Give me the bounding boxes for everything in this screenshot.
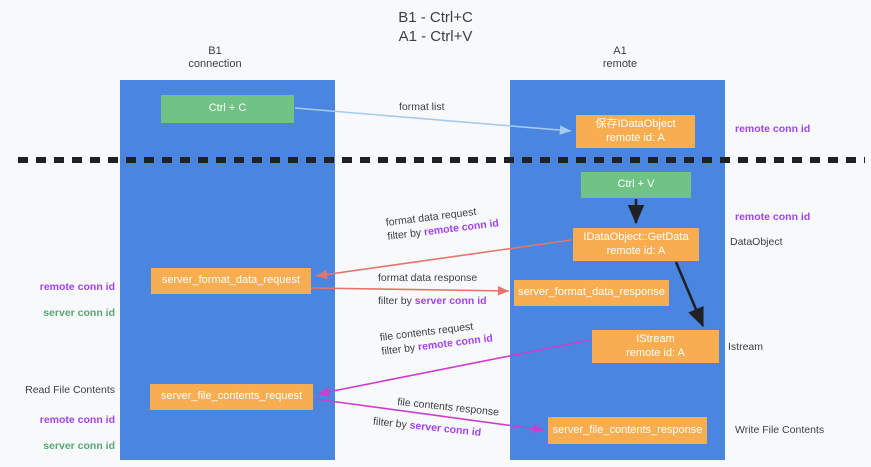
box-ctrl-v[interactable]: Ctrl + V — [581, 172, 691, 198]
flow-label-prefix: filter by — [378, 295, 415, 307]
box-idataobject[interactable]: 保存IDataObject remote id: A — [576, 115, 695, 148]
label-left-server-conn-id-2: server conn id — [43, 440, 115, 452]
flow-label-file-contents-response: file contents response filter by server … — [372, 395, 500, 441]
label-left-server-conn-id: server conn id — [43, 307, 115, 319]
flow-label-file-contents-request: file contents request filter by remote c… — [379, 317, 494, 358]
flow-label-line1: format data response — [378, 272, 478, 284]
label-left-conn-ids-2: remote conn id server conn id — [20, 401, 115, 466]
box-ctrl-c[interactable]: Ctrl + C — [161, 95, 294, 123]
flow-label-prefix: filter by — [380, 341, 419, 358]
label-left-read-file-contents: Read File Contents — [25, 384, 115, 396]
box-istream[interactable]: IStream remote id: A — [592, 330, 719, 363]
flow-label-format-data-response: format data response filter by server co… — [378, 271, 487, 308]
flow-label-line2: filter by server conn id — [378, 294, 487, 308]
label-right-write-file-contents: Write File Contents — [735, 424, 825, 436]
label-right-remote-conn-id-top: remote conn id — [735, 123, 811, 135]
flow-label-format-list-text: format list — [399, 101, 445, 113]
flow-label-line2: filter by server conn id — [372, 415, 497, 442]
flow-label-highlight: server conn id — [414, 295, 487, 307]
box-server-format-data-response[interactable]: server_format_data_response — [514, 280, 669, 306]
label-left-conn-ids: remote conn id server conn id — [20, 268, 115, 333]
label-right-remote-conn-id-mid: remote conn id — [735, 211, 811, 223]
column-header-a1: A1 remote — [602, 45, 638, 70]
label-left-remote-conn-id-2: remote conn id — [39, 414, 115, 426]
flow-label-prefix: filter by — [386, 226, 425, 243]
column-header-b1: B1 connection — [188, 45, 242, 70]
flow-label-highlight: server conn id — [409, 419, 482, 439]
box-idataobject-getdata[interactable]: IDataObject::GetData remote id: A — [573, 228, 699, 261]
flow-label-prefix: filter by — [372, 415, 411, 432]
page-title: B1 - Ctrl+C A1 - Ctrl+V — [398, 9, 473, 45]
label-left-remote-conn-id: remote conn id — [39, 281, 115, 293]
flow-label-line1: file contents response — [396, 395, 500, 419]
box-server-file-contents-response[interactable]: server_file_contents_response — [548, 417, 707, 444]
box-server-file-contents-request[interactable]: server_file_contents_request — [150, 384, 313, 410]
label-right-istream: Istream — [728, 341, 764, 353]
flow-label-format-data-request: format data request filter by remote con… — [385, 202, 500, 243]
flow-label-format-list: format list — [399, 100, 445, 114]
box-server-format-data-request[interactable]: server_format_data_request — [151, 268, 311, 294]
label-right-dataobject: DataObject — [730, 236, 783, 248]
